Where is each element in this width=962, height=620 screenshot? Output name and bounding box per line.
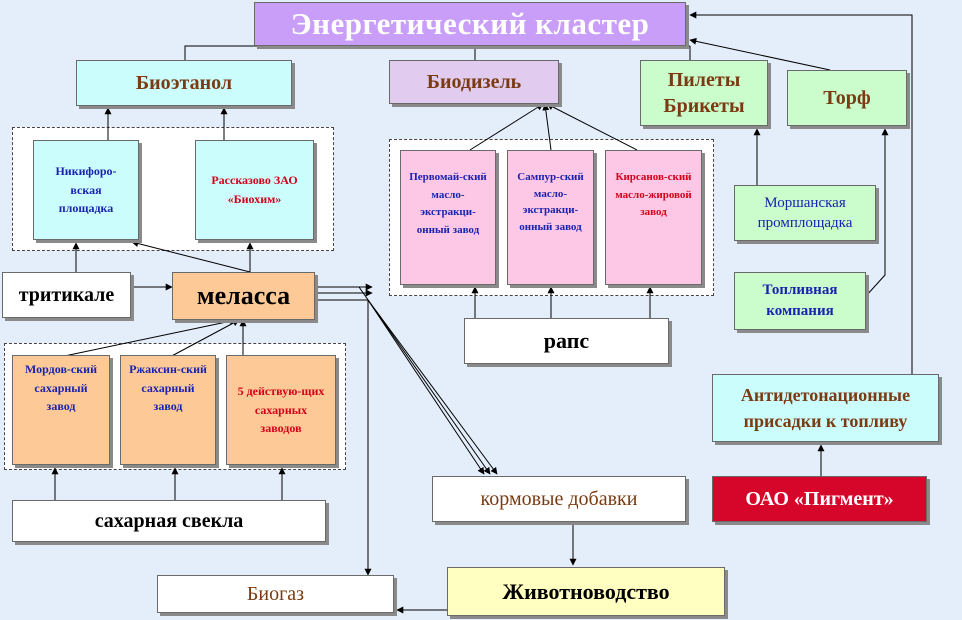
pellets-label: Пилеты Брикеты: [663, 69, 745, 117]
arrow-toplivnaya-peat: [865, 128, 889, 297]
biogas-label: Биогаз: [246, 582, 305, 605]
arrow-rzhaks-melassa: [167, 319, 240, 359]
antidetonation-box: Антидетонационные присадки к топливу: [712, 374, 939, 442]
triticale-label: тритикале: [18, 283, 115, 306]
melassa-box: меласса: [172, 272, 315, 320]
arrow-bioethanol-title: [184, 45, 690, 60]
peat-label: Торф: [823, 86, 871, 109]
pigment-label: ОАО «Пигмент»: [745, 487, 894, 510]
pervomaisky-label: Первомай-ский масло-экстракци-онный заво…: [409, 171, 487, 236]
feed-additives-box: кормовые добавки: [432, 476, 686, 522]
morshanskaya-label: Моршанская промплощадка: [757, 194, 853, 231]
rzhaksinsky-label: Ржаксин-ский сахарный завод: [129, 362, 207, 414]
livestock-label: Животноводство: [502, 578, 670, 604]
rasskazovo-box: Рассказово ЗАО «Биохим»: [195, 140, 314, 240]
arrow-mordov-melassa: [54, 317, 237, 359]
nikiforovskaya-box: Никифоро-вская площадка: [33, 140, 139, 240]
title-text: Энергетический кластер: [290, 6, 650, 41]
feed-additives-label: кормовые добавки: [480, 487, 638, 510]
arrow-antidet-title: [689, 11, 913, 374]
title-box: Энергетический кластер: [254, 2, 686, 46]
rzhaksinsky-box: Ржаксин-ский сахарный завод: [120, 355, 216, 465]
arrow-peat-title: [689, 37, 831, 71]
rasskazovo-label: Рассказово ЗАО «Биохим»: [211, 173, 298, 206]
raps-box: рапс: [464, 318, 669, 364]
arrow-samp-biodiesel: [542, 103, 552, 151]
raps-label: рапс: [543, 328, 590, 353]
sugar-beet-label: сахарная свекла: [94, 509, 244, 532]
arrow-kirs-biodiesel: [546, 103, 638, 151]
five-plants-label: 5 действую-щих сахарных заводов: [237, 384, 325, 436]
peat-box: Торф: [787, 70, 907, 126]
kirsanovsky-label: Кирсанов-ский масло-жировой завод: [615, 171, 692, 219]
biodiesel-box: Биодизель: [389, 60, 559, 104]
sampursky-label: Сампур-ский масло-экстракци-онный завод: [517, 171, 584, 233]
arrow-melassa-nikif: [131, 240, 251, 273]
mordovsky-box: Мордов-ский сахарный завод: [12, 355, 110, 465]
arrow-melassa-feed-1: [315, 286, 491, 475]
kirsanovsky-box: Кирсанов-ский масло-жировой завод: [605, 150, 702, 285]
pervomaisky-box: Первомай-ский масло-экстракци-онный заво…: [400, 150, 496, 285]
melassa-label: меласса: [196, 281, 291, 310]
triticale-box: тритикале: [2, 272, 131, 318]
sampursky-box: Сампур-ский масло-экстракци-онный завод: [507, 150, 594, 285]
bioethanol-box: Биоэтанол: [76, 60, 292, 106]
arrow-perv-biodiesel: [469, 103, 544, 151]
antidetonation-label: Антидетонационные присадки к топливу: [740, 384, 911, 431]
arrow-melassa-feed-3: [367, 299, 485, 475]
toplivnaya-label: Топливная компания: [762, 282, 838, 319]
bioethanol-label: Биоэтанол: [135, 71, 233, 94]
biodiesel-label: Биодизель: [426, 70, 522, 93]
morshanskaya-box: Моршанская промплощадка: [734, 185, 876, 241]
pellets-box: Пилеты Брикеты: [640, 60, 768, 126]
livestock-box: Животноводство: [447, 567, 725, 616]
nikiforovskaya-label: Никифоро-вская площадка: [55, 164, 117, 216]
five-plants-box: 5 действую-щих сахарных заводов: [226, 355, 336, 465]
sugar-beet-box: сахарная свекла: [12, 500, 326, 542]
biogas-box: Биогаз: [157, 575, 394, 613]
toplivnaya-box: Топливная компания: [734, 272, 866, 330]
mordovsky-label: Мордов-ский сахарный завод: [25, 362, 97, 414]
pigment-box: ОАО «Пигмент»: [712, 476, 927, 522]
